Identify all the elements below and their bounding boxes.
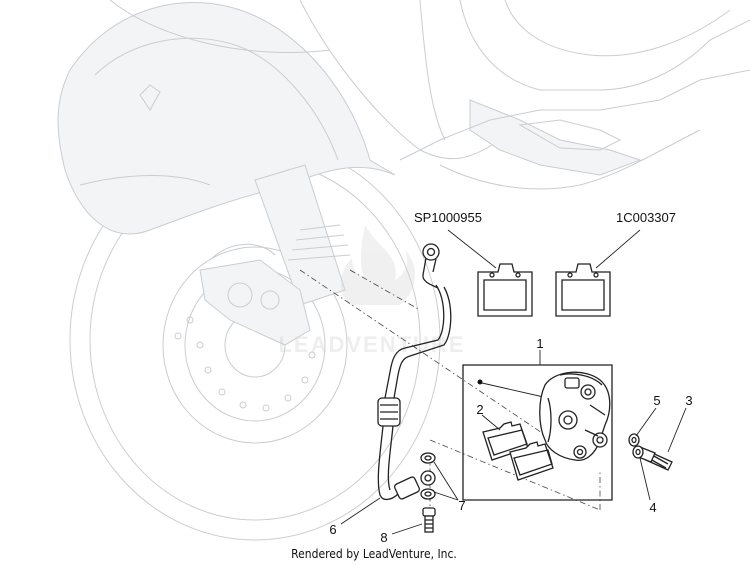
mount-washers (628, 433, 644, 459)
callout-6: 6 (329, 522, 336, 537)
front-fender-ghost (57, 2, 396, 235)
callout-3: 3 (685, 393, 692, 408)
callout-7: 7 (458, 498, 465, 513)
part-label-sp1000955: SP1000955 (414, 210, 482, 225)
callout-1: 1 (536, 336, 543, 351)
brake-hose (377, 243, 452, 501)
brake-pad-1c003307 (555, 263, 611, 317)
part-labels: SP1000955 1C003307 1 2 3 4 5 6 7 8 (329, 210, 692, 545)
watermark-flame-logo (340, 225, 416, 305)
brake-pad-sp1000955 (477, 263, 533, 317)
caliper-assembly-box (462, 364, 613, 501)
brake-caliper (539, 371, 611, 461)
part-label-1c003307: 1C003307 (616, 210, 676, 225)
callout-8: 8 (380, 530, 387, 545)
callout-5: 5 (653, 393, 660, 408)
leader-lines (340, 229, 687, 535)
watermark: LEADVENTURE (278, 225, 465, 357)
sealing-washers (420, 452, 436, 500)
brake-pads-kit (482, 421, 554, 481)
render-credit: Rendered by LeadVenture, Inc. (291, 547, 457, 561)
banjo-bolt (422, 507, 436, 533)
callout-4: 4 (649, 500, 656, 515)
callout-2: 2 (476, 402, 483, 417)
scooter-ghost-background (57, 0, 750, 541)
front-suspension-ghost (199, 164, 351, 346)
watermark-text: LEADVENTURE (278, 332, 465, 357)
brake-disc-holes (174, 278, 316, 412)
